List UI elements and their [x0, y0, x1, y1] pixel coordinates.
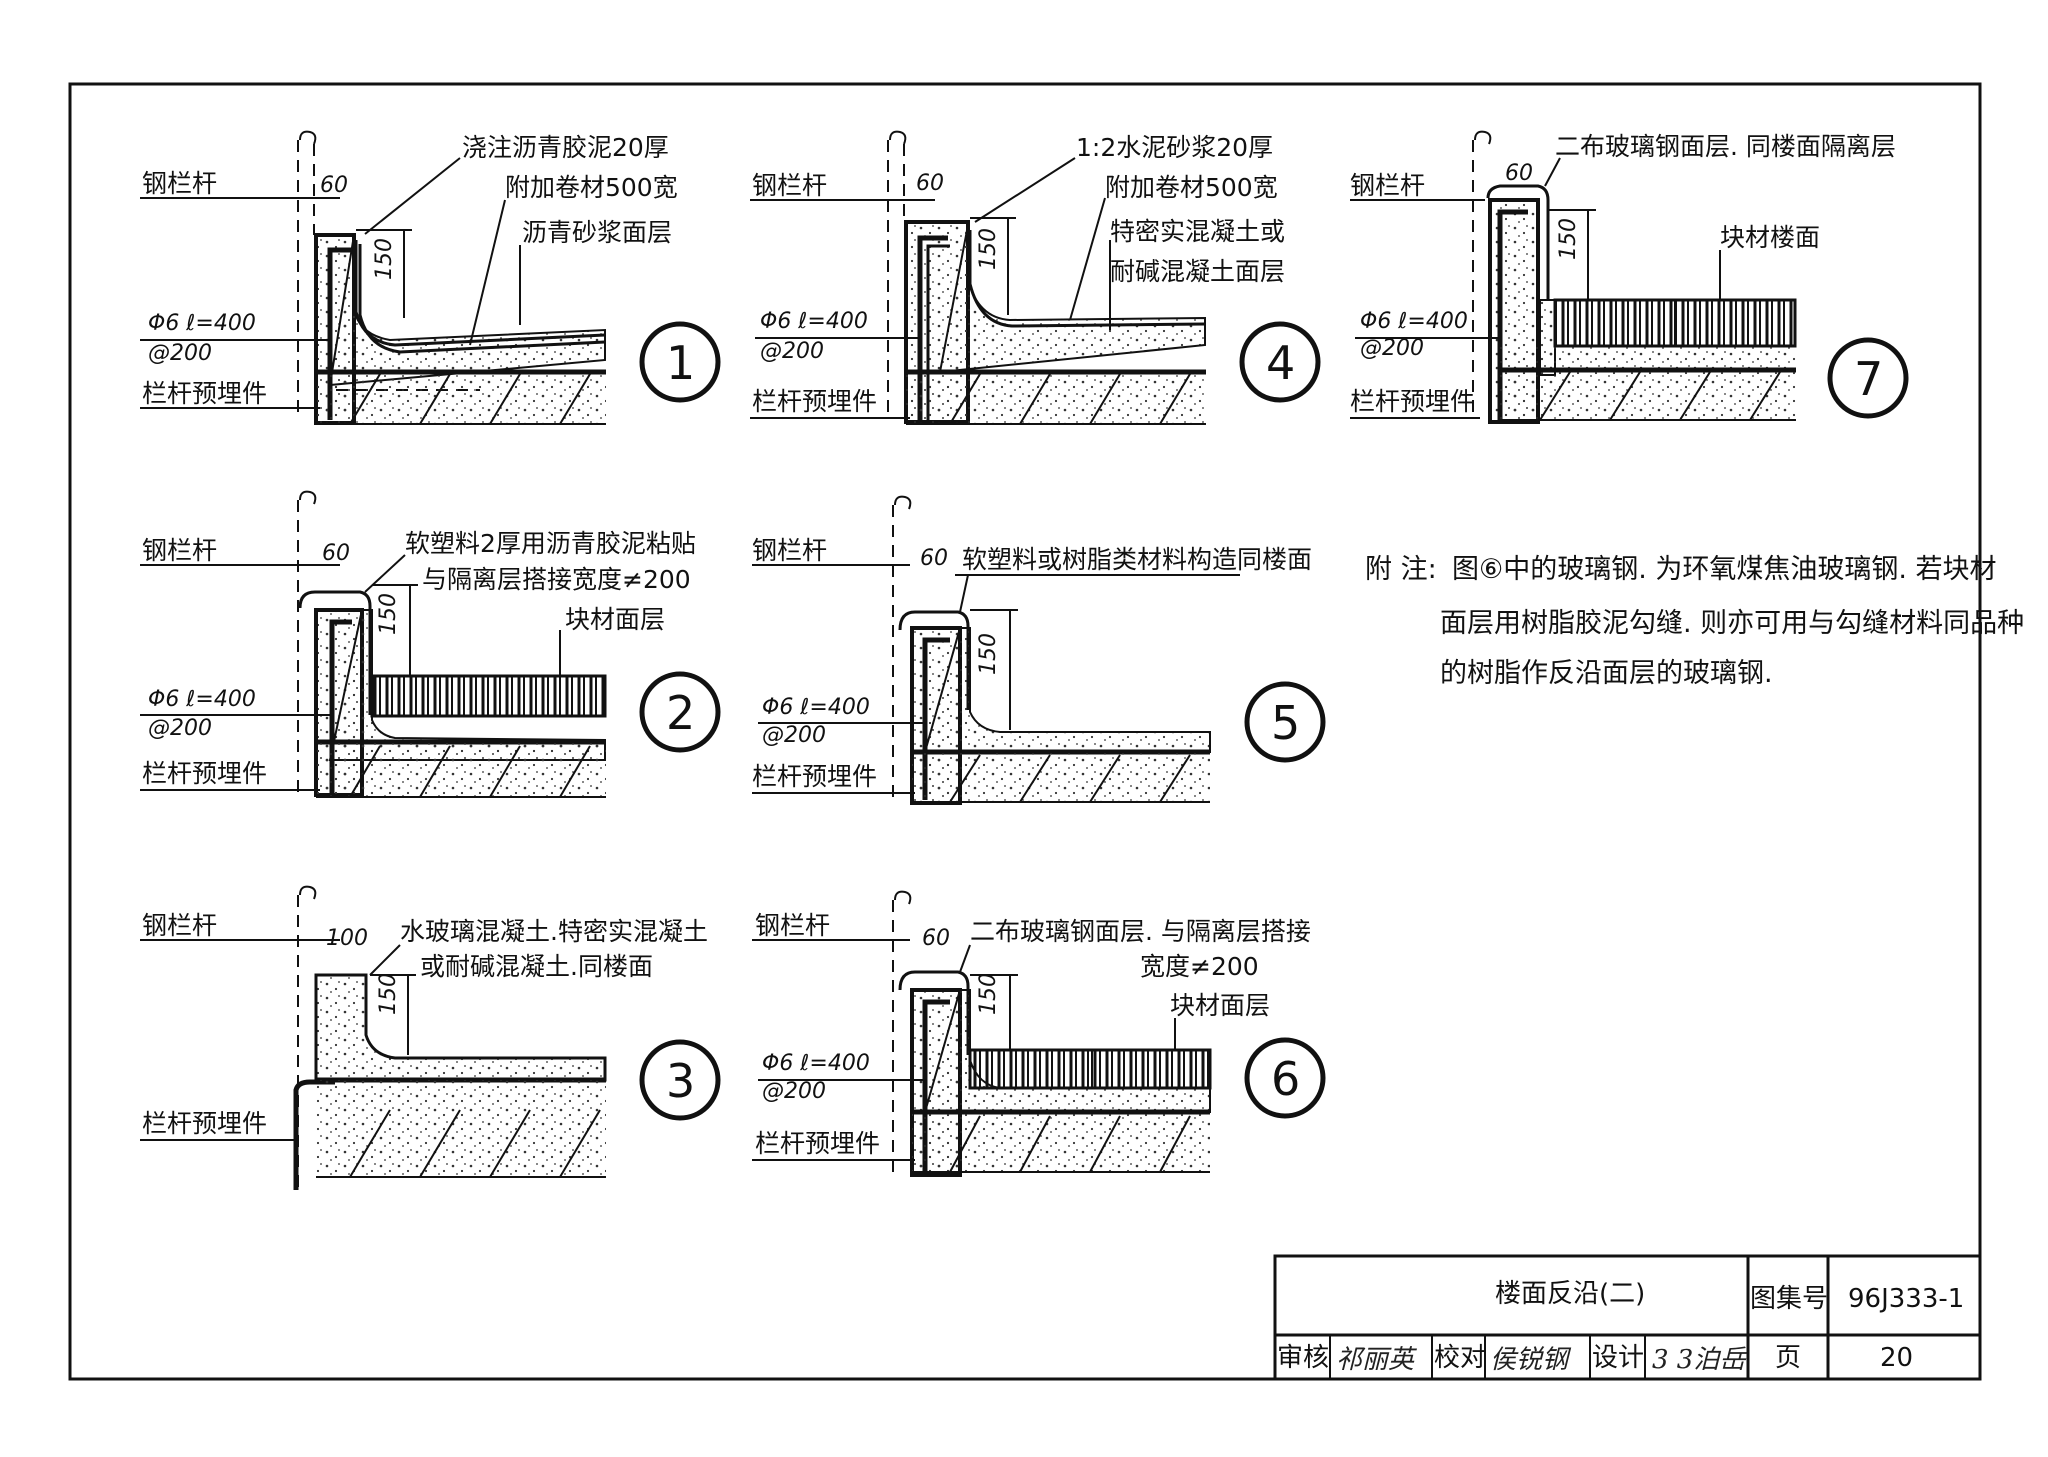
detail-2-rebar-1: Φ6 ℓ=400	[148, 687, 256, 712]
detail-4-label-c: 特密实混凝土或	[1110, 217, 1285, 246]
detail-1-label-a: 浇注沥青胶泥20厚	[462, 133, 669, 162]
title-block-page-label: 页	[1775, 1343, 1801, 1373]
detail-5-dim-150: 150	[976, 633, 1001, 675]
detail-6: 150 60 钢栏杆 Φ6 ℓ=400 @200 栏杆预埋件 二布玻璃钢面层. …	[752, 890, 1326, 1180]
detail-1-label-b: 附加卷材500宽	[505, 173, 678, 202]
detail-5-label-a: 软塑料或树脂类材料构造同楼面	[962, 545, 1312, 574]
detail-3-rail-label: 钢栏杆	[142, 911, 217, 940]
detail-2-number: 2	[666, 686, 695, 740]
title-block-review-signature: 祁丽英	[1336, 1345, 1417, 1375]
detail-5-dim-60: 60	[920, 546, 948, 571]
detail-7-rail-label: 钢栏杆	[1350, 171, 1425, 200]
detail-6-label-c: 块材面层	[1170, 991, 1270, 1020]
detail-7-rebar-2: @200	[1360, 336, 1424, 361]
detail-4-label-a: 1:2水泥砂浆20厚	[1076, 133, 1273, 162]
note-line-2: 面层用树脂胶泥勾缝. 则亦可用与勾缝材料同品种	[1440, 608, 2024, 639]
detail-3-dim-150: 150	[376, 973, 401, 1015]
detail-7: 150 60 钢栏杆 Φ6 ℓ=400 @200 栏杆预埋件 二布玻璃钢面层. …	[1350, 130, 1909, 424]
title-block-atlas-label: 图集号	[1750, 1284, 1828, 1314]
title-block-check-signature: 侯锐钢	[1490, 1345, 1572, 1375]
detail-3-number: 3	[666, 1054, 695, 1108]
detail-5-rebar-1: Φ6 ℓ=400	[762, 695, 870, 720]
detail-4: 150 60 钢栏杆 Φ6 ℓ=400 @200 栏杆预埋件 1:2水泥砂浆20…	[750, 130, 1321, 425]
detail-1-dim-60: 60	[320, 173, 348, 198]
detail-1-rebar-2: @200	[148, 341, 212, 366]
sheet-border	[68, 82, 1982, 1381]
detail-2-dim-150: 150	[376, 593, 401, 635]
title-block-check-label: 校对	[1434, 1343, 1486, 1373]
detail-4-dim-150: 150	[976, 228, 1001, 270]
detail-6-dim-150: 150	[976, 973, 1001, 1015]
detail-5-rail-label: 钢栏杆	[752, 536, 827, 565]
detail-1-label-c: 沥青砂浆面层	[522, 218, 672, 247]
title-block: 楼面反沿(二) 图集号 96J333-1 审核 祁丽英 校对 侯锐钢 设计 3 …	[1273, 1254, 1982, 1381]
detail-2-embed-label: 栏杆预埋件	[142, 759, 267, 788]
detail-4-embed-label: 栏杆预埋件	[752, 387, 877, 416]
detail-4-dim-60: 60	[916, 171, 944, 196]
detail-6-label-a: 二布玻璃钢面层. 与隔离层搭接	[970, 917, 1311, 946]
detail-6-dim-60: 60	[922, 926, 950, 951]
title-block-design-signature: 3 3泊岳	[1652, 1345, 1747, 1375]
detail-2-label-a: 软塑料2厚用沥青胶泥粘贴	[405, 529, 696, 558]
detail-3-label-a: 水玻璃混凝土.特密实混凝土	[400, 917, 708, 946]
detail-7-dim-60: 60	[1505, 161, 1533, 186]
detail-7-rebar-1: Φ6 ℓ=400	[1360, 309, 1468, 334]
detail-5-rebar-2: @200	[762, 723, 826, 748]
note-block: 附 注: 图⑥中的玻璃钢. 为环氧煤焦油玻璃钢. 若块材 面层用树脂胶泥勾缝. …	[1365, 554, 2024, 689]
detail-1-dim-150: 150	[372, 238, 397, 280]
detail-1-number: 1	[666, 336, 695, 390]
title-block-title: 楼面反沿(二)	[1495, 1279, 1645, 1309]
detail-4-number: 4	[1266, 336, 1295, 390]
detail-2-rebar-2: @200	[148, 716, 212, 741]
title-block-atlas-no: 96J333-1	[1848, 1284, 1964, 1314]
detail-4-rail-label: 钢栏杆	[752, 171, 827, 200]
detail-6-embed-label: 栏杆预埋件	[755, 1129, 880, 1158]
title-block-design-label: 设计	[1592, 1343, 1644, 1373]
note-prefix: 附 注:	[1365, 554, 1437, 585]
detail-4-rebar-2: @200	[760, 339, 824, 364]
detail-3-embed-label: 栏杆预埋件	[142, 1109, 267, 1138]
detail-2-dim-60: 60	[322, 541, 350, 566]
detail-2-label-c: 块材面层	[565, 605, 665, 634]
detail-5-embed-label: 栏杆预埋件	[752, 762, 877, 791]
detail-1-embed-label: 栏杆预埋件	[142, 379, 267, 408]
title-block-page-no: 20	[1880, 1343, 1913, 1373]
detail-2-label-b: 与隔离层搭接宽度≠200	[422, 565, 691, 594]
detail-7-label-b: 块材楼面	[1720, 223, 1820, 252]
detail-7-dim-150: 150	[1556, 218, 1581, 260]
title-block-review-label: 审核	[1277, 1343, 1329, 1373]
detail-1: 150 60 钢栏杆 Φ6 ℓ=400 @200 栏杆预埋件 浇注沥青胶泥20厚…	[140, 130, 721, 425]
detail-6-label-b: 宽度≠200	[1140, 952, 1259, 981]
detail-4-rebar-1: Φ6 ℓ=400	[760, 309, 868, 334]
detail-6-rail-label: 钢栏杆	[755, 911, 830, 940]
detail-3: 150 100 钢栏杆 栏杆预埋件 水玻璃混凝土.特密实混凝土 或耐碱混凝土.同…	[140, 885, 721, 1190]
detail-3-label-b: 或耐碱混凝土.同楼面	[420, 952, 653, 981]
detail-6-rebar-2: @200	[762, 1079, 826, 1104]
detail-1-rail-label: 钢栏杆	[142, 169, 217, 198]
note-line-3: 的树脂作反沿面层的玻璃钢.	[1440, 658, 1773, 689]
detail-1-rebar-1: Φ6 ℓ=400	[148, 311, 256, 336]
detail-7-embed-label: 栏杆预埋件	[1350, 387, 1475, 416]
detail-2-rail-label: 钢栏杆	[142, 536, 217, 565]
detail-3-dim-100: 100	[326, 926, 368, 951]
detail-7-number: 7	[1854, 352, 1883, 406]
detail-4-label-b: 附加卷材500宽	[1105, 173, 1278, 202]
note-line-1: 图⑥中的玻璃钢. 为环氧煤焦油玻璃钢. 若块材	[1452, 554, 1997, 585]
detail-7-label-a: 二布玻璃钢面层. 同楼面隔离层	[1555, 132, 1896, 161]
detail-4-label-d: 耐碱混凝土面层	[1110, 257, 1285, 286]
detail-2: 150 60 钢栏杆 Φ6 ℓ=400 @200 栏杆预埋件 软塑料2厚用沥青胶…	[140, 490, 721, 798]
detail-6-number: 6	[1271, 1052, 1300, 1106]
detail-5: 150 钢栏杆 Φ6 ℓ=400 @200 栏杆预埋件 60 软塑料或树脂类材料…	[752, 495, 1326, 805]
detail-6-rebar-1: Φ6 ℓ=400	[762, 1051, 870, 1076]
detail-5-number: 5	[1271, 696, 1300, 750]
